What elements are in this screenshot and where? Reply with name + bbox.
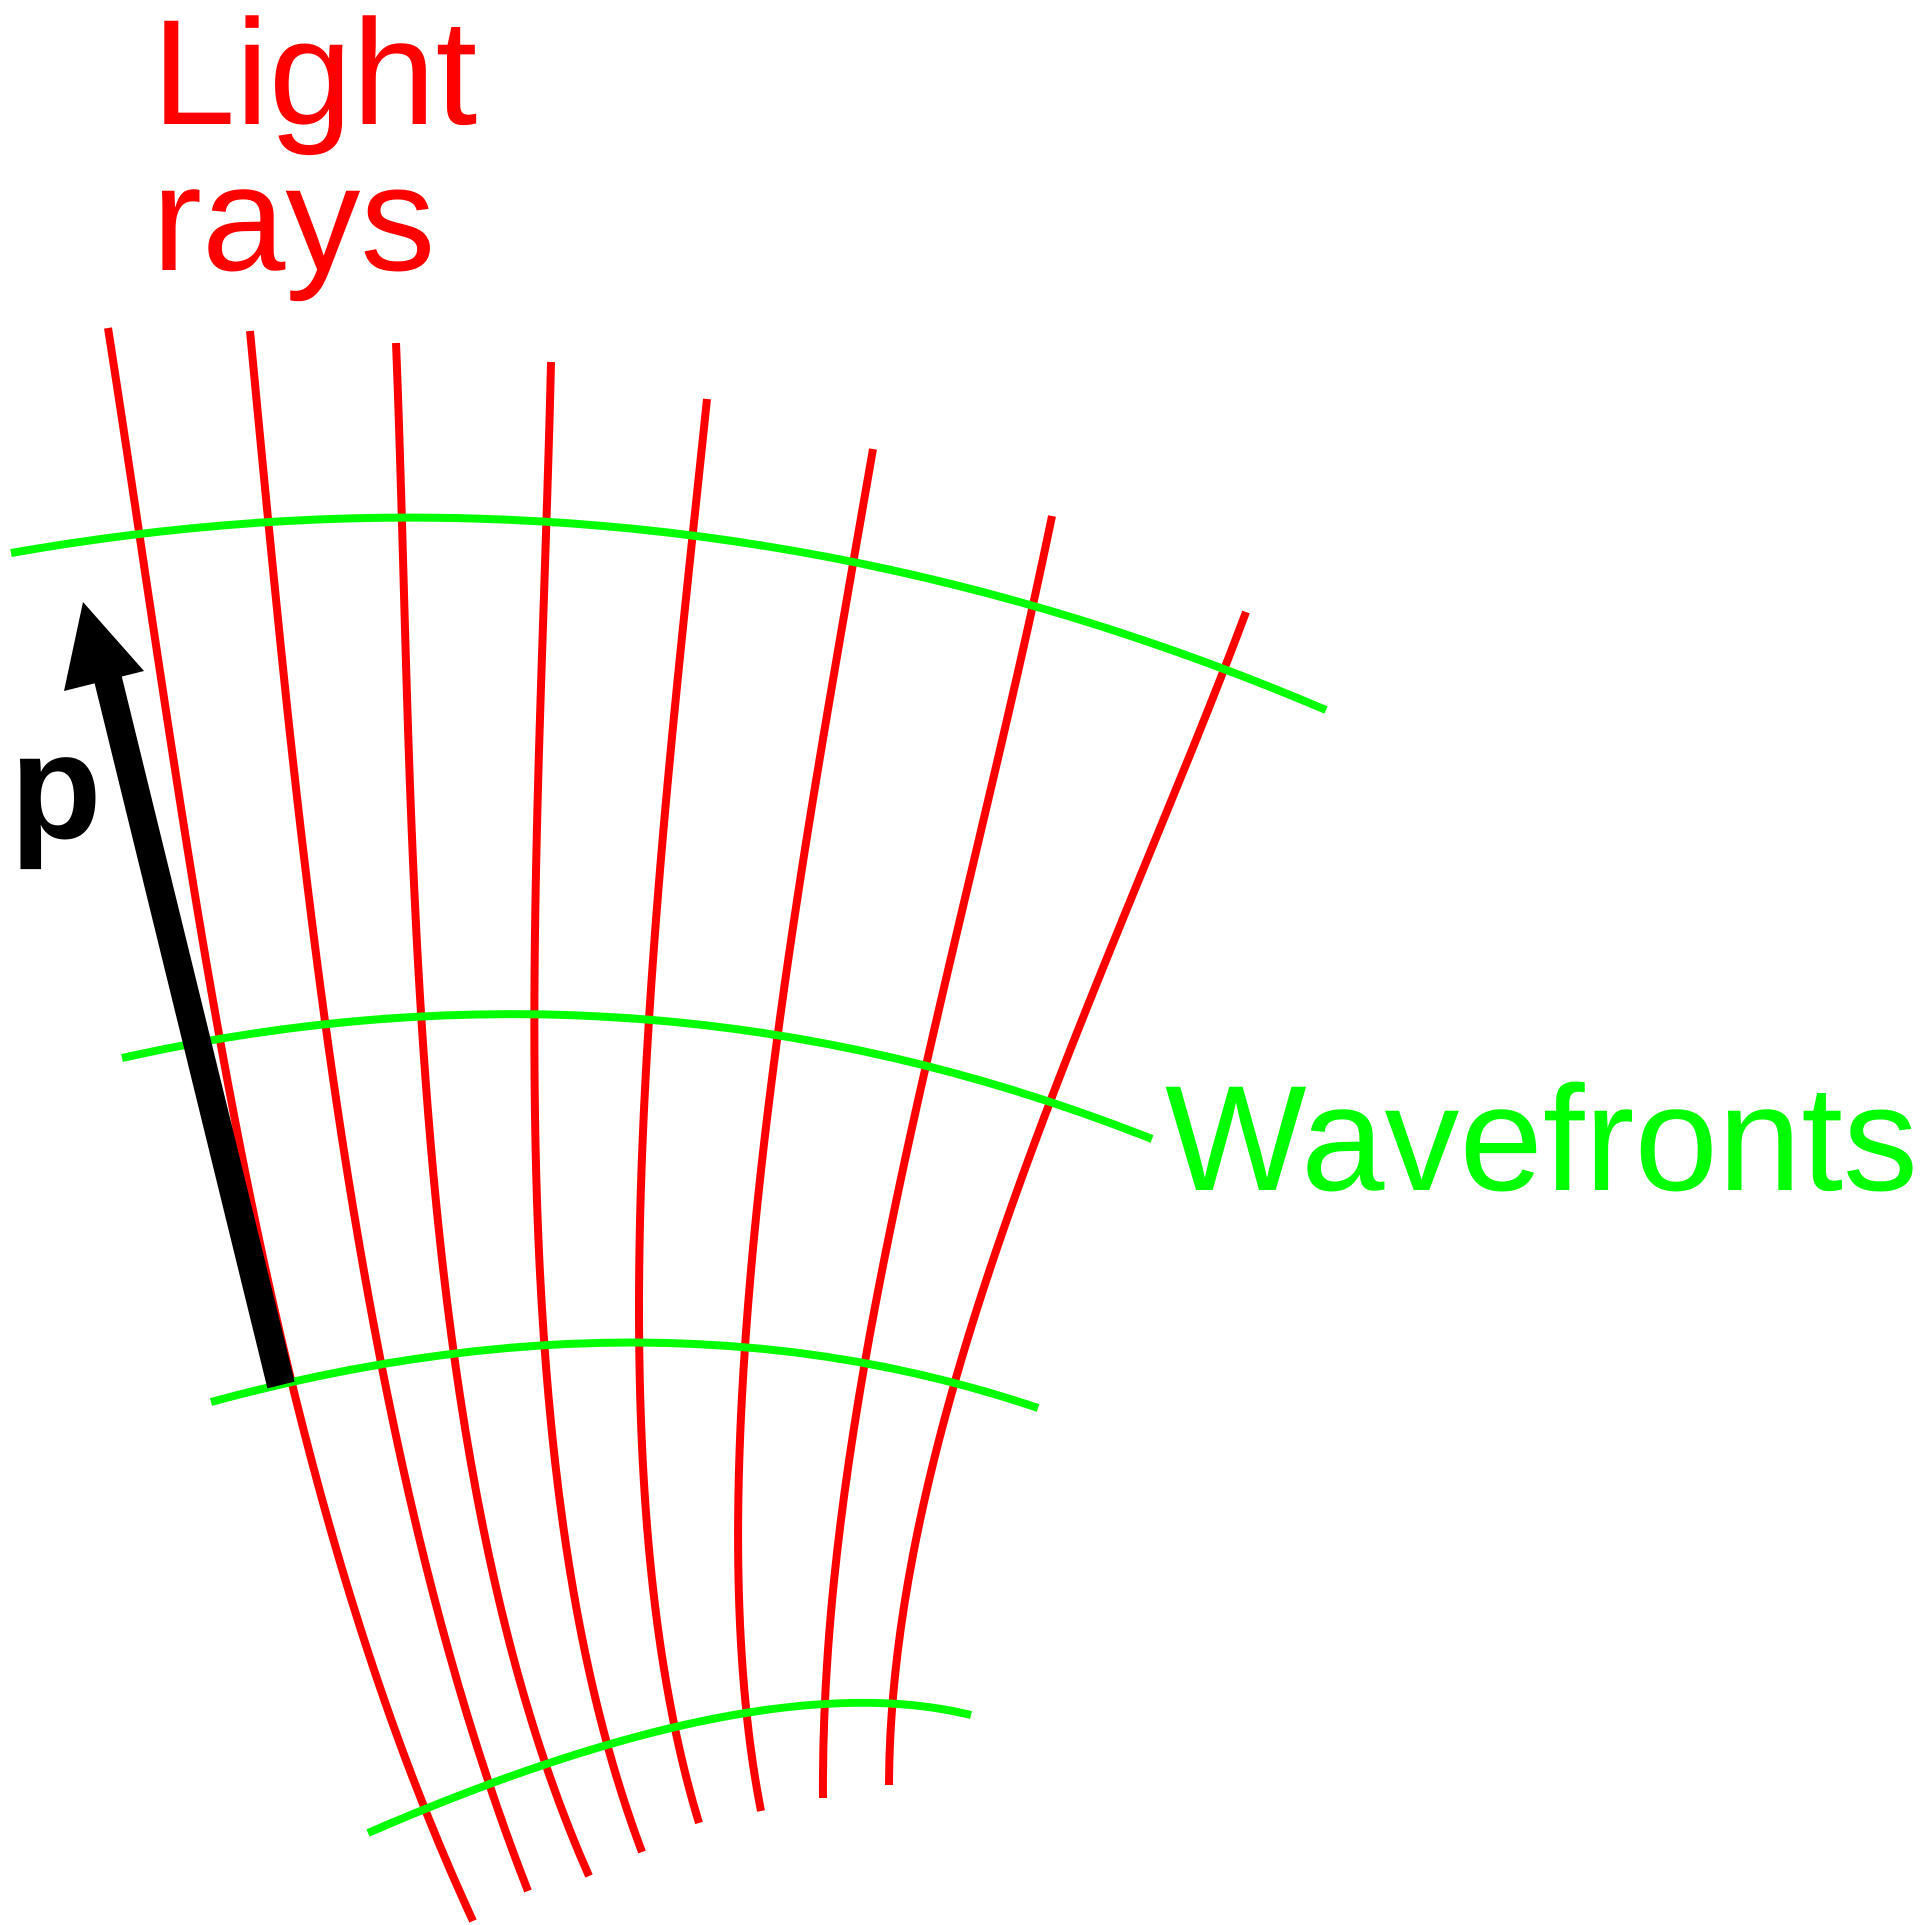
wavefront <box>121 1010 1154 1143</box>
light-ray <box>530 361 646 1854</box>
wavefront <box>366 1698 972 1837</box>
light-ray <box>885 610 1250 1786</box>
wavefront <box>10 513 1328 714</box>
wavefronts-label: Wavefronts <box>1165 1054 1918 1222</box>
momentum-label: p <box>10 702 102 870</box>
wavefront <box>209 1338 1040 1412</box>
momentum-arrow <box>64 602 295 1389</box>
light-rays-label-line1: Light <box>152 0 477 156</box>
light-ray <box>104 327 477 1923</box>
wavefronts <box>10 513 1328 1837</box>
light-ray <box>634 398 711 1825</box>
momentum-arrow-shaft <box>93 671 295 1389</box>
light-rays <box>104 327 1250 1923</box>
light-rays-label-line2: rays <box>152 134 435 302</box>
light-ray <box>734 448 877 1812</box>
light-ray <box>392 342 593 1878</box>
light-ray <box>818 515 1056 1799</box>
momentum-arrowhead <box>64 602 144 691</box>
light-ray <box>246 330 532 1893</box>
